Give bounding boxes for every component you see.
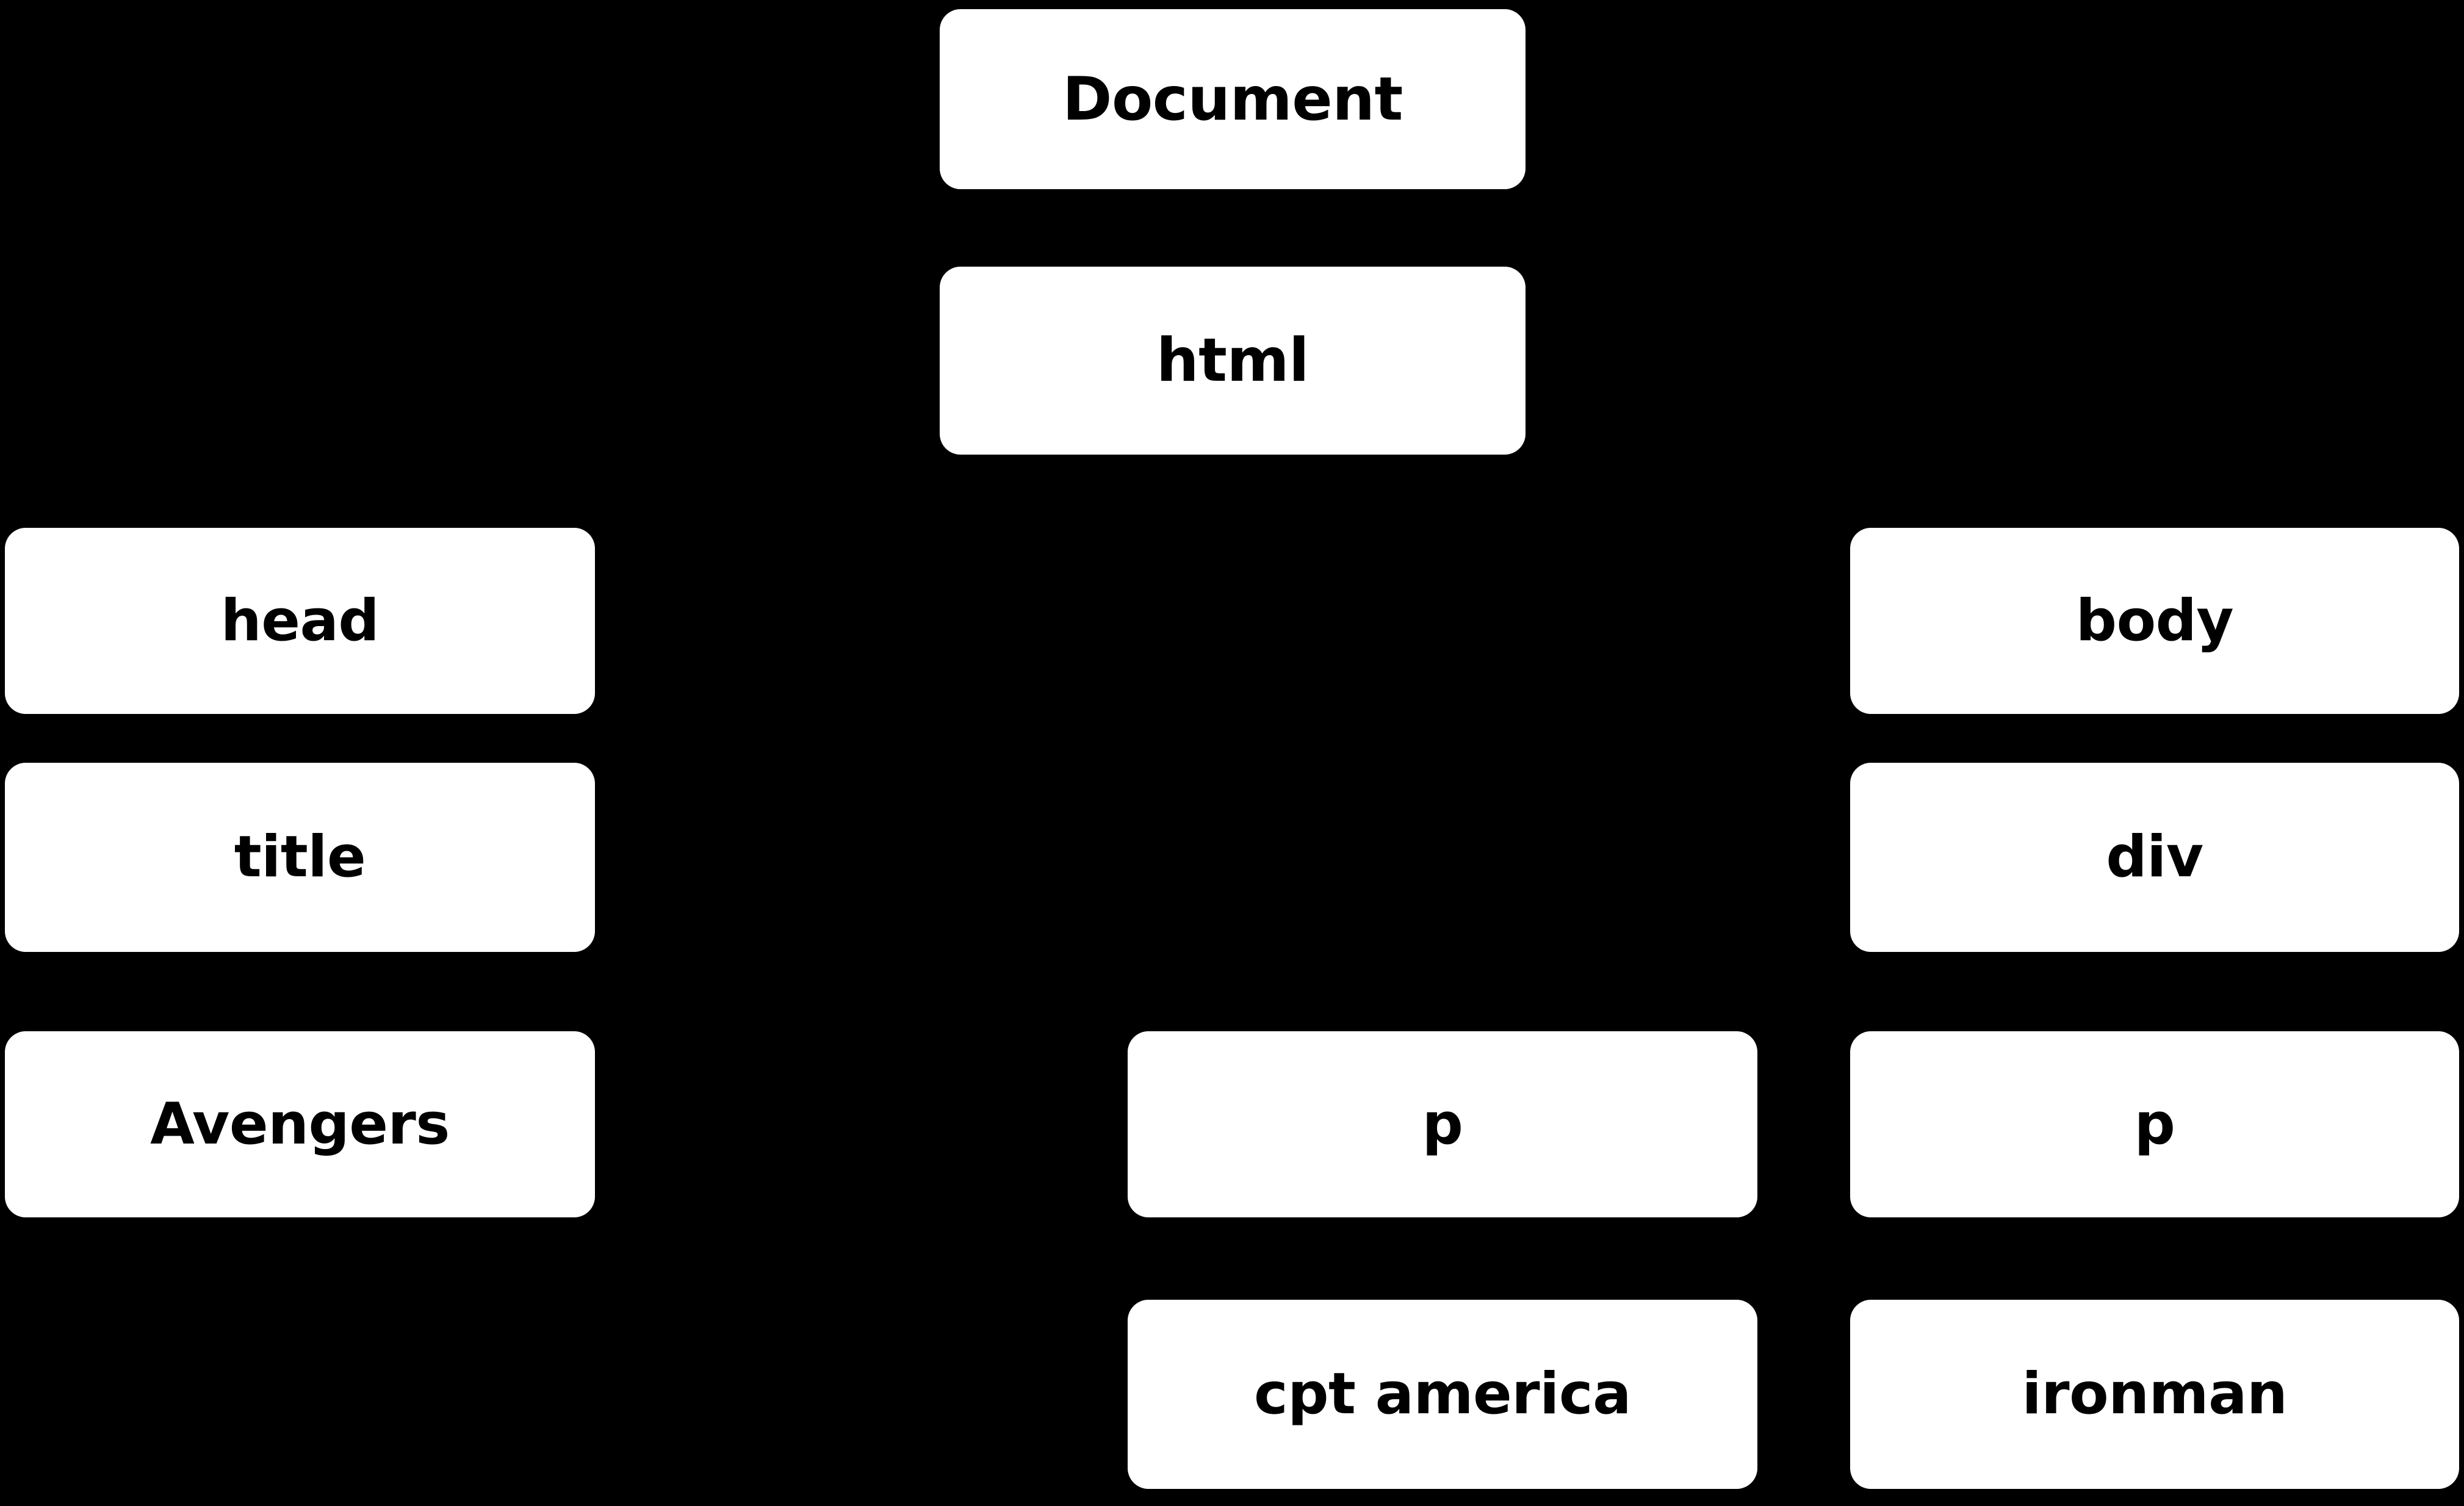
node-p-in-body[interactable]: p: [1850, 1031, 2459, 1217]
node-label: div: [2106, 824, 2203, 890]
node-head[interactable]: head: [5, 528, 595, 714]
node-label: ironman: [2022, 1361, 2288, 1427]
node-title[interactable]: title: [5, 763, 595, 952]
node-ironman-text[interactable]: ironman: [1850, 1300, 2459, 1489]
node-label: Document: [1062, 64, 1403, 134]
node-label: Avengers: [150, 1090, 450, 1158]
node-cpt-america-text[interactable]: cpt america: [1128, 1300, 1757, 1489]
node-label: p: [1422, 1090, 1463, 1158]
node-document[interactable]: Document: [940, 9, 1526, 189]
node-label: cpt america: [1253, 1361, 1632, 1427]
node-html[interactable]: html: [940, 267, 1526, 455]
node-avengers-text[interactable]: Avengers: [5, 1031, 595, 1217]
node-label: html: [1156, 326, 1309, 395]
node-div[interactable]: div: [1850, 763, 2459, 952]
node-label: head: [220, 587, 380, 654]
node-label: p: [2134, 1090, 2175, 1158]
node-label: body: [2075, 587, 2234, 654]
node-label: title: [234, 824, 366, 890]
node-p-in-div[interactable]: p: [1128, 1031, 1757, 1217]
node-body[interactable]: body: [1850, 528, 2459, 714]
